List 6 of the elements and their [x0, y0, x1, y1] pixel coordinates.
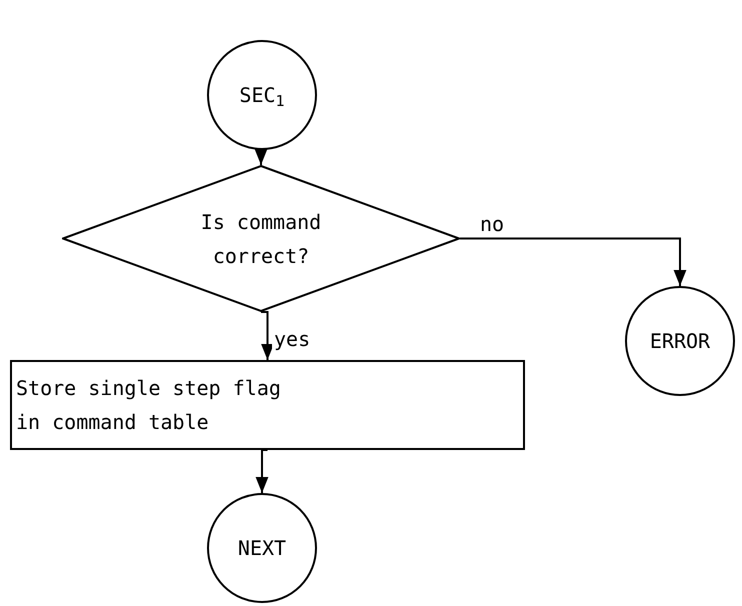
- arrow: [256, 449, 268, 493]
- arrow: [254, 149, 268, 165]
- decision-text: Is command correct?: [200, 208, 322, 270]
- arrow: [460, 238, 686, 286]
- process-box: Store single step flag in command table: [10, 360, 525, 450]
- arrow: [261, 311, 274, 360]
